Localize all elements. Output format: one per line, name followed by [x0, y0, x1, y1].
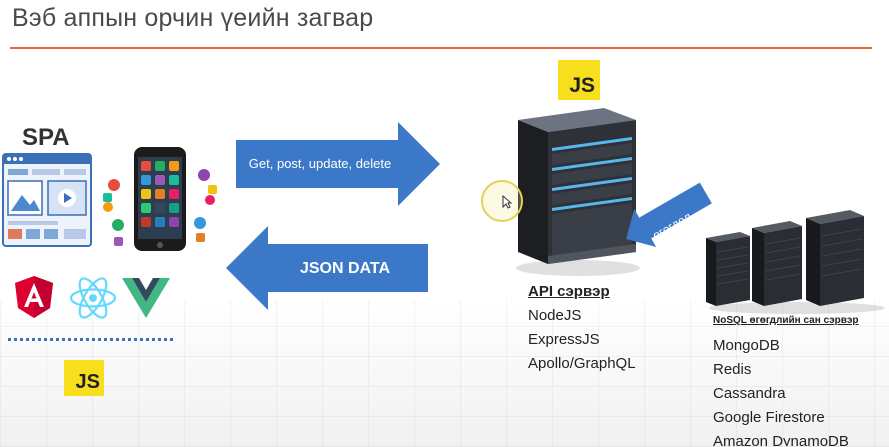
cursor-highlight — [481, 180, 523, 222]
response-arrow — [226, 226, 428, 310]
angular-icon — [15, 276, 53, 318]
browser-window-icon — [2, 153, 92, 247]
title-underline — [10, 47, 872, 49]
background-floor — [0, 300, 889, 447]
request-arrow-label: Get, post, update, delete — [248, 156, 392, 171]
spa-label: SPA — [22, 124, 70, 151]
api-server-item: Apollo/GraphQL — [528, 355, 636, 372]
mobile-apps-icon — [103, 147, 217, 251]
database-servers-icon — [706, 210, 885, 314]
data-arrow — [626, 182, 712, 248]
request-arrow — [236, 122, 440, 206]
client-js-badge: JS — [64, 360, 104, 396]
api-server-item: NodeJS — [528, 307, 582, 324]
mouse-pointer-icon — [502, 195, 512, 209]
dotted-divider — [8, 338, 173, 341]
server-js-badge: JS — [558, 60, 600, 100]
vue-icon — [122, 278, 170, 318]
database-item: Cassandra — [713, 385, 786, 402]
database-stack: NoSQL өгөгдлийн сан сэрвэр MongoDB Redis… — [713, 314, 859, 446]
react-icon — [69, 277, 117, 319]
database-item: Redis — [713, 361, 752, 378]
api-server-icon — [516, 108, 640, 276]
api-server-item: ExpressJS — [528, 331, 600, 348]
slide-title: Вэб аппын орчин үеийн загвар — [12, 4, 374, 32]
database-item: Amazon DynamoDB — [713, 433, 849, 446]
response-arrow-label: JSON DATA — [299, 260, 391, 277]
database-heading: NoSQL өгөгдлийн сан сэрвэр — [713, 315, 859, 326]
database-item: Google Firestore — [713, 409, 825, 426]
api-server-heading: API сэрвэр — [528, 283, 610, 300]
api-server-stack: API сэрвэр NodeJS ExpressJS Apollo/Graph… — [528, 280, 636, 376]
database-item: MongoDB — [713, 337, 780, 354]
